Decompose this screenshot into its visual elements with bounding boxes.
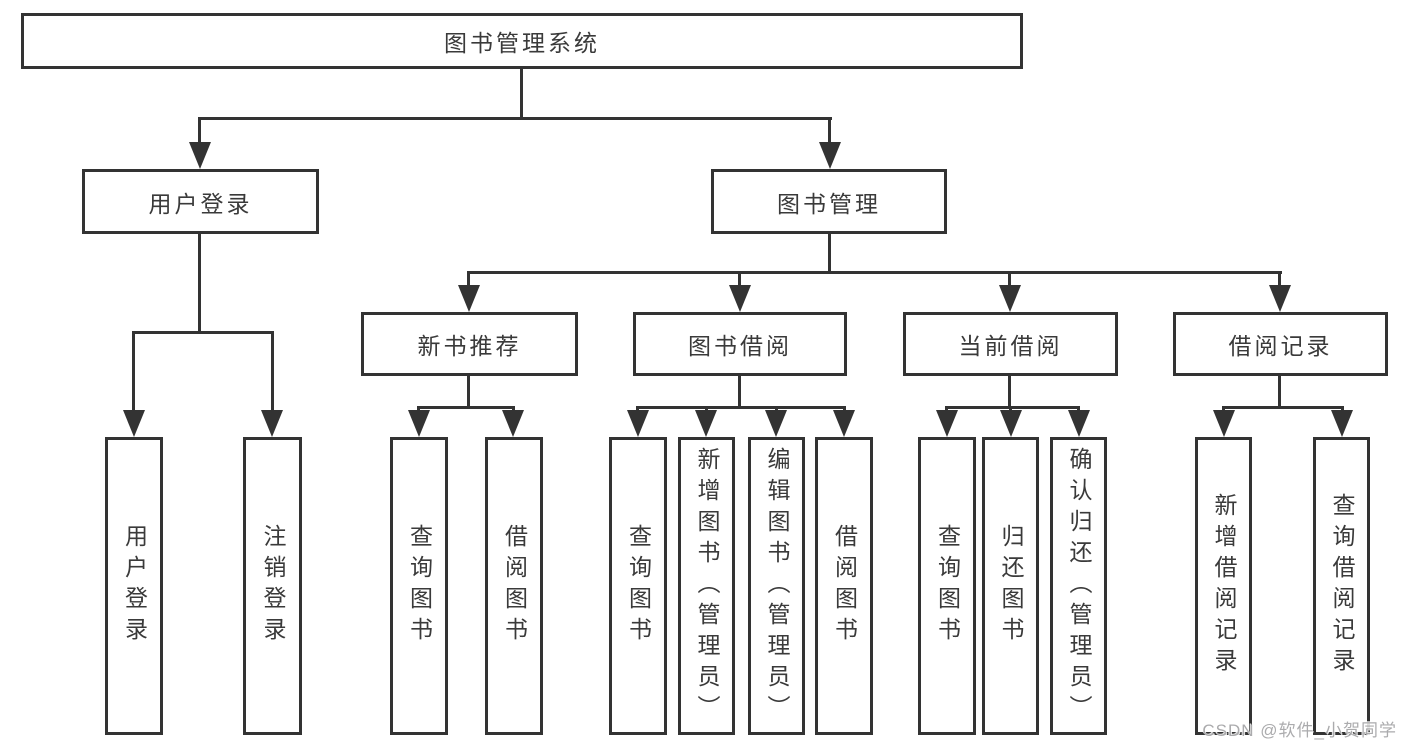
connector-line xyxy=(417,406,420,413)
leaf-borrow-books: 借阅图书 xyxy=(815,437,873,735)
node-label: 图书管理系统 xyxy=(444,30,600,56)
connector-line xyxy=(1278,374,1281,408)
node-label: 查询图书 xyxy=(406,524,433,648)
connector-line xyxy=(198,233,201,334)
node-label: 归还图书 xyxy=(998,524,1024,648)
connector-line xyxy=(945,406,948,413)
node-label: 查询图书 xyxy=(625,524,652,648)
connector-line xyxy=(775,406,778,413)
node-label: 借阅记录 xyxy=(1228,333,1333,359)
leaf-return-books: 归还图书 xyxy=(982,437,1039,735)
node-library-system: 图书管理系统 xyxy=(21,13,1023,69)
connector-line xyxy=(1077,406,1080,413)
connector-line xyxy=(1278,272,1281,287)
node-book-management: 图书管理 xyxy=(711,169,947,234)
node-label: 图书借阅 xyxy=(688,333,792,359)
connector-arrowhead xyxy=(1000,410,1022,437)
connector-line xyxy=(198,117,832,120)
node-label: 查询借阅记录 xyxy=(1329,493,1355,679)
connector-line xyxy=(271,333,274,411)
connector-line xyxy=(417,406,515,409)
connector-arrowhead xyxy=(1269,285,1291,312)
node-label: 借阅图书 xyxy=(831,524,858,648)
leaf-logout: 注销登录 xyxy=(243,437,302,735)
node-label: 注销登录 xyxy=(260,524,286,648)
node-label: 用户登录 xyxy=(148,190,253,217)
node-label: 确认归还（管理员） xyxy=(1066,446,1092,726)
node-current-borrowing: 当前借阅 xyxy=(903,312,1118,376)
connector-arrowhead xyxy=(695,410,717,437)
connector-arrowhead xyxy=(408,410,430,437)
node-label: 查询图书 xyxy=(934,524,961,648)
connector-line xyxy=(1009,406,1012,413)
connector-line xyxy=(945,406,1080,409)
connector-line xyxy=(520,69,523,119)
connector-line xyxy=(828,118,831,144)
connector-line xyxy=(843,406,846,413)
connector-line xyxy=(132,331,274,334)
leaf-query-books-recommend: 查询图书 xyxy=(390,437,448,735)
connector-line xyxy=(636,406,846,409)
node-new-book-recommend: 新书推荐 xyxy=(361,312,578,376)
connector-line xyxy=(1222,406,1225,413)
connector-arrowhead xyxy=(999,285,1021,312)
leaf-confirm-return-admin: 确认归还（管理员） xyxy=(1050,437,1107,735)
node-user-login: 用户登录 xyxy=(82,169,319,234)
leaf-query-borrow-record: 查询借阅记录 xyxy=(1313,437,1370,735)
leaf-query-books-borrowing: 查询图书 xyxy=(609,437,667,735)
connector-arrowhead xyxy=(1331,410,1353,437)
connector-line xyxy=(132,333,135,411)
connector-line xyxy=(1008,374,1011,408)
node-label: 新书推荐 xyxy=(417,333,522,359)
connector-line xyxy=(738,374,741,408)
connector-arrowhead xyxy=(458,285,480,312)
leaf-add-borrow-record: 新增借阅记录 xyxy=(1195,437,1252,735)
node-book-borrowing: 图书借阅 xyxy=(633,312,847,376)
node-label: 新增借阅记录 xyxy=(1211,493,1237,679)
connector-arrowhead xyxy=(729,285,751,312)
connector-arrowhead xyxy=(833,410,855,437)
node-label: 新增图书（管理员） xyxy=(694,446,720,726)
node-label: 编辑图书（管理员） xyxy=(764,446,790,726)
connector-line xyxy=(828,233,831,273)
connector-arrowhead xyxy=(627,410,649,437)
connector-line xyxy=(738,272,741,287)
connector-arrowhead xyxy=(123,410,145,437)
connector-line xyxy=(636,406,639,413)
connector-arrowhead xyxy=(261,410,283,437)
watermark-text: CSDN @软件_小贺同学 xyxy=(1202,721,1397,740)
connector-line xyxy=(1008,272,1011,287)
connector-line xyxy=(198,118,201,144)
leaf-borrow-books-recommend: 借阅图书 xyxy=(485,437,543,735)
leaf-user-login: 用户登录 xyxy=(105,437,163,735)
connector-line xyxy=(512,406,515,413)
node-label: 当前借阅 xyxy=(958,333,1063,359)
node-label: 借阅图书 xyxy=(501,524,528,648)
connector-arrowhead xyxy=(1213,410,1235,437)
node-borrowing-records: 借阅记录 xyxy=(1173,312,1388,376)
leaf-add-books-admin: 新增图书（管理员） xyxy=(678,437,735,735)
connector-arrowhead xyxy=(936,410,958,437)
connector-arrowhead xyxy=(819,142,841,169)
connector-arrowhead xyxy=(765,410,787,437)
node-label: 图书管理 xyxy=(777,190,881,217)
connector-line xyxy=(467,271,1282,274)
connector-line xyxy=(705,406,708,413)
connector-line xyxy=(467,272,470,287)
node-label: 用户登录 xyxy=(121,524,148,648)
connector-arrowhead xyxy=(502,410,524,437)
connector-arrowhead xyxy=(189,142,211,169)
connector-arrowhead xyxy=(1068,410,1090,437)
leaf-query-books-current: 查询图书 xyxy=(918,437,976,735)
leaf-edit-books-admin: 编辑图书（管理员） xyxy=(748,437,805,735)
connector-line xyxy=(1222,406,1344,409)
connector-line xyxy=(1341,406,1344,413)
connector-line xyxy=(467,374,470,408)
